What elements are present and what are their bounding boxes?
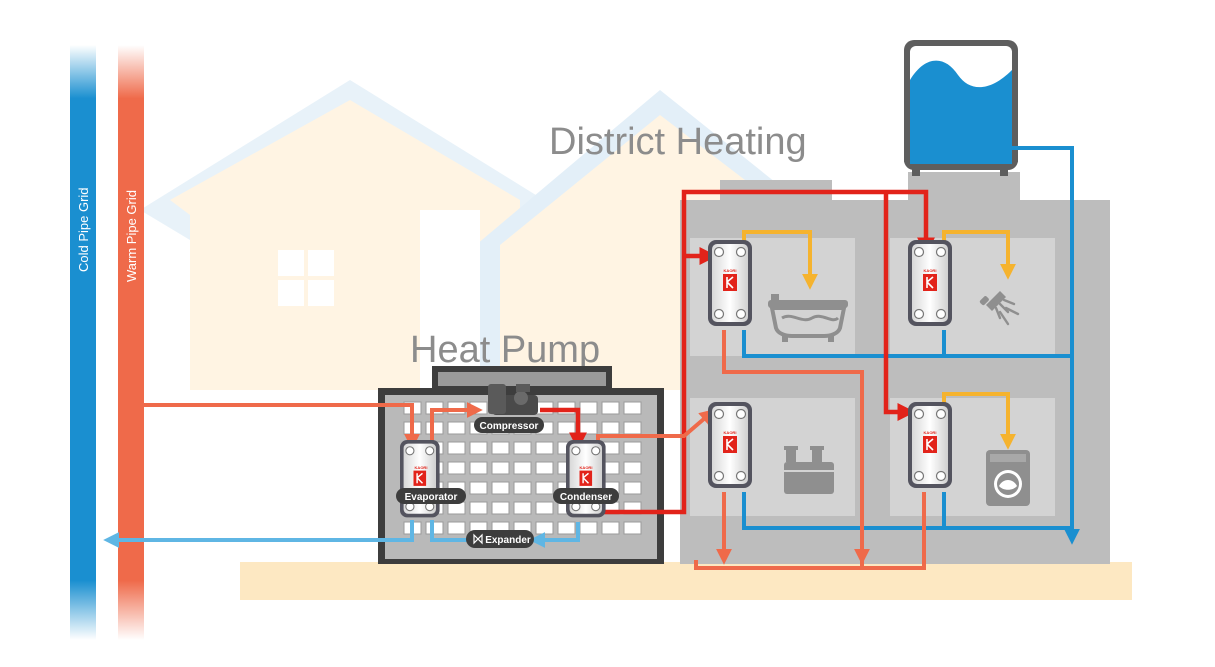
grille-slat [579, 401, 598, 415]
cold-supply-lines [742, 146, 1080, 545]
exchanger-radiator [707, 401, 753, 489]
page-title: District Heating [549, 121, 807, 163]
svg-text:Evaporator: Evaporator [405, 492, 458, 503]
grille-slat [469, 461, 488, 475]
grille-slat [535, 461, 554, 475]
grille-slat [623, 481, 642, 495]
grille-slat [513, 461, 532, 475]
warm-return-lines [144, 330, 926, 570]
grille-slat [579, 521, 598, 535]
house-window [278, 250, 334, 306]
grille-slat [491, 501, 510, 515]
exchanger-laundry [907, 401, 953, 489]
ground [240, 562, 1132, 600]
grille-slat [535, 441, 554, 455]
compressor-icon [488, 384, 538, 415]
warm-pipe-grid [118, 45, 144, 640]
return-lines [103, 520, 580, 548]
grille-slat [447, 521, 466, 535]
brand-condenser: KAORI [580, 465, 593, 470]
svg-text:Compressor: Compressor [480, 421, 539, 432]
grille-slat [623, 401, 642, 415]
cold-pipe-grid [70, 45, 96, 640]
condenser-exchanger [565, 439, 607, 519]
svg-text:Condenser: Condenser [560, 492, 612, 503]
grille-slat [513, 441, 532, 455]
heat-pump-title: Heat Pump [410, 329, 600, 371]
exchanger-shower [907, 239, 953, 327]
grille-slat [579, 421, 598, 435]
grille-slat [535, 521, 554, 535]
radiator-icon [784, 446, 834, 494]
expander-label: Expander [466, 530, 534, 548]
valve-icon [473, 533, 483, 545]
grille-slat [425, 521, 444, 535]
evaporator-label: Evaporator [396, 488, 466, 504]
warm-pipe-label: Warm Pipe Grid [124, 190, 139, 282]
cold-pipe-label: Cold Pipe Grid [76, 187, 91, 272]
hot-supply-lines [540, 189, 935, 515]
grille-slat [469, 501, 488, 515]
grille-slat [469, 481, 488, 495]
pipe-grids: Cold Pipe Grid Warm Pipe Grid [70, 45, 144, 640]
brand-shower: KAORI [924, 268, 937, 273]
svg-text:Expander: Expander [485, 535, 531, 546]
bathtub-icon [768, 294, 848, 342]
compressor-label: Compressor [474, 417, 544, 433]
grille-slat [447, 421, 466, 435]
grille-slat [601, 521, 620, 535]
brand-radiator: KAORI [724, 430, 737, 435]
water-tank-icon [904, 40, 1018, 176]
grille-slat [513, 501, 532, 515]
grille-slat [491, 481, 510, 495]
grille-slat [535, 481, 554, 495]
grille-slat [623, 521, 642, 535]
grille-slat [513, 481, 532, 495]
grille-slat [447, 461, 466, 475]
grille-slat [623, 441, 642, 455]
grille-slat [623, 421, 642, 435]
evaporator-exchanger [399, 439, 441, 519]
brand-bathroom: KAORI [724, 268, 737, 273]
grille-slat [557, 521, 576, 535]
grille-slat [447, 441, 466, 455]
grille-slat [425, 421, 444, 435]
grille-slat [535, 501, 554, 515]
shower-icon [979, 291, 1020, 326]
grille-slat [557, 421, 576, 435]
house-door [420, 210, 480, 390]
washing-machine-icon [986, 450, 1030, 506]
grille-slat [623, 461, 642, 475]
grille-slat [601, 401, 620, 415]
brand-evaporator: KAORI [415, 465, 428, 470]
exchanger-bathroom [707, 239, 753, 327]
grille-slat [469, 441, 488, 455]
brand-laundry: KAORI [924, 430, 937, 435]
condenser-label: Condenser [553, 488, 619, 504]
grille-slat [601, 421, 620, 435]
grille-slat [491, 461, 510, 475]
grille-slat [491, 441, 510, 455]
